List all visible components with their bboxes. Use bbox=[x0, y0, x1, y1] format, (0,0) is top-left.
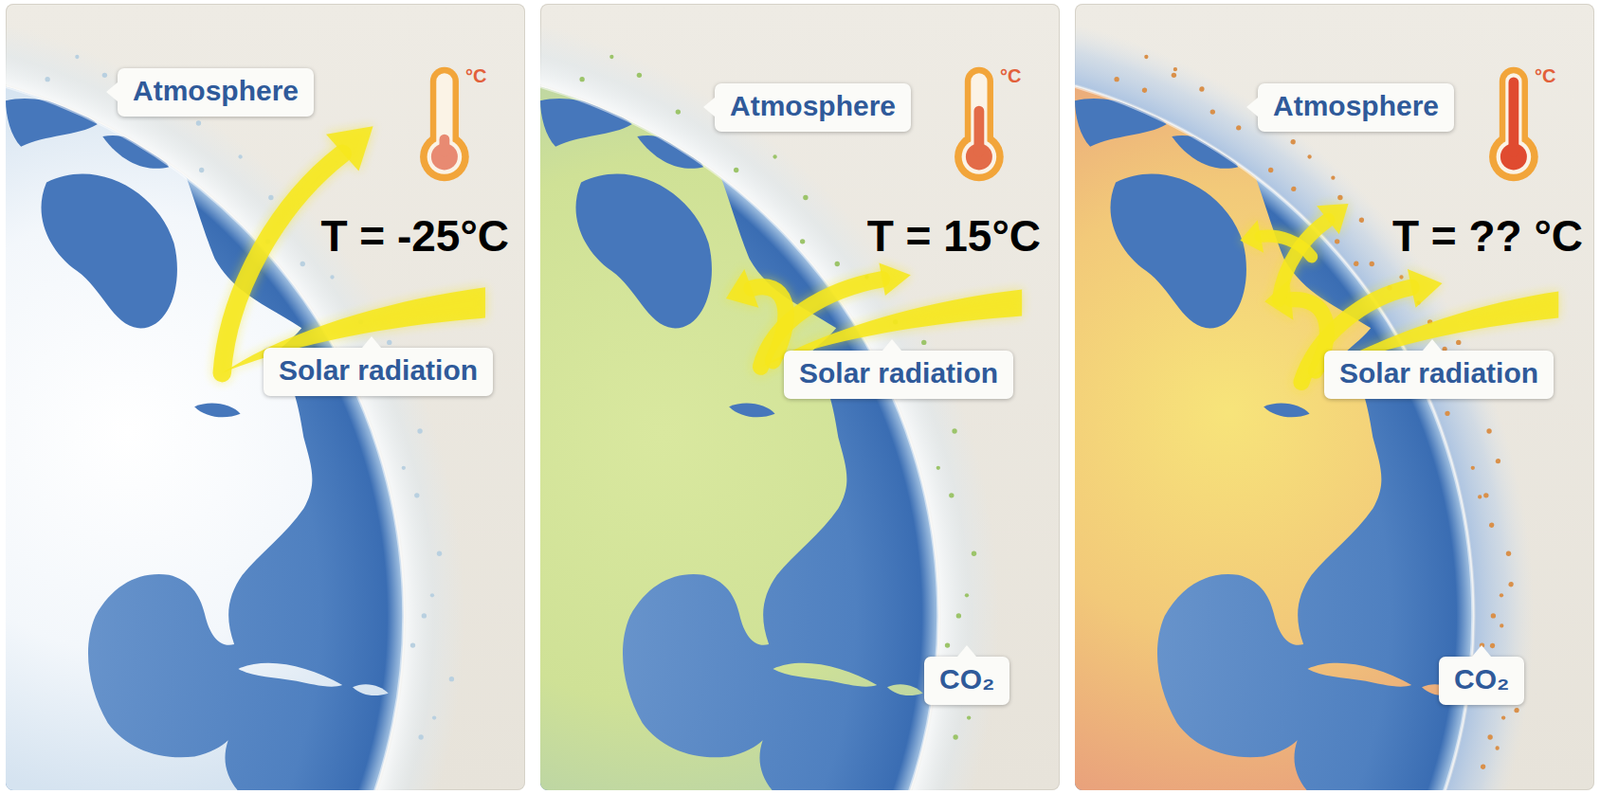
temperature-label: T = ?? °C bbox=[1392, 214, 1583, 258]
panel bbox=[5, 3, 526, 791]
panel bbox=[1074, 3, 1595, 791]
thermometer bbox=[1489, 67, 1539, 182]
callout-box: CO₂ bbox=[924, 656, 1010, 706]
callout-box: Solar radiation bbox=[263, 347, 493, 397]
callout-pointer bbox=[703, 97, 715, 117]
callout-box: CO₂ bbox=[1438, 656, 1525, 706]
thermometer bbox=[954, 67, 1004, 182]
callout-box: Solar radiation bbox=[783, 350, 1014, 400]
callout-pointer bbox=[1472, 645, 1491, 657]
callout-text: Solar radiation bbox=[1339, 357, 1539, 389]
callout-text: CO₂ bbox=[939, 663, 995, 695]
callout-box: Atmosphere bbox=[117, 68, 314, 117]
callout-text: Atmosphere bbox=[729, 90, 896, 122]
callout-text: Atmosphere bbox=[132, 74, 299, 107]
callout-text: Solar radiation bbox=[799, 357, 999, 389]
callout-box: Atmosphere bbox=[714, 83, 911, 132]
callout-pointer bbox=[882, 339, 902, 351]
callout-pointer bbox=[362, 336, 382, 348]
callout-pointer bbox=[1422, 339, 1442, 351]
thermometer-level bbox=[974, 106, 985, 158]
unit-label: °C bbox=[1000, 66, 1021, 86]
callout-box: Solar radiation bbox=[1324, 350, 1554, 400]
temperature-label: T = 15°C bbox=[867, 214, 1041, 258]
callout-pointer bbox=[1246, 97, 1258, 117]
unit-label: °C bbox=[465, 66, 487, 86]
callout-pointer bbox=[957, 645, 977, 657]
callout-text: Atmosphere bbox=[1272, 90, 1439, 122]
callout-text: CO₂ bbox=[1454, 663, 1510, 695]
thermometer-level bbox=[439, 134, 451, 158]
panel bbox=[540, 3, 1060, 791]
callout-text: Solar radiation bbox=[278, 354, 478, 386]
unit-label: °C bbox=[1534, 66, 1556, 86]
thermometer-level bbox=[1509, 77, 1520, 158]
callout-pointer bbox=[106, 82, 118, 102]
continents bbox=[5, 3, 389, 791]
callout-box: Atmosphere bbox=[1257, 83, 1455, 132]
thermometer bbox=[419, 67, 470, 182]
temperature-label: T = -25°C bbox=[320, 214, 510, 258]
